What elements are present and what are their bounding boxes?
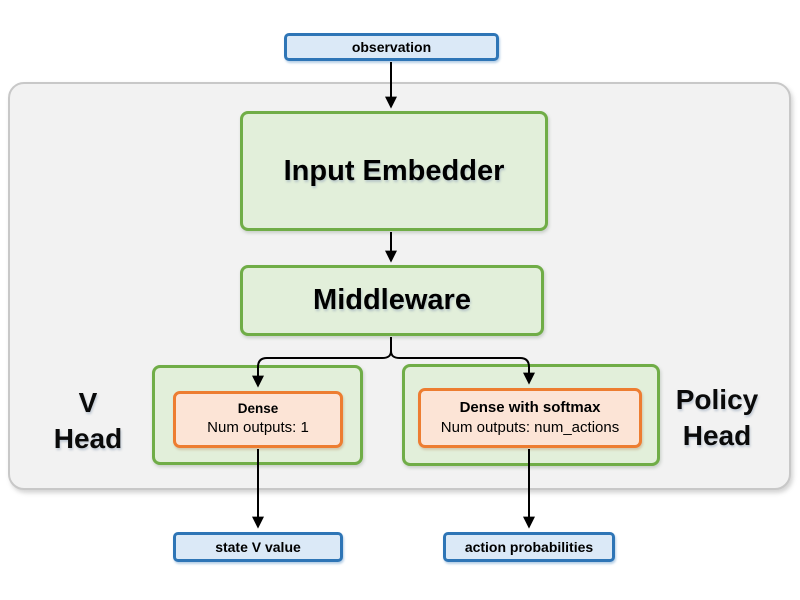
v-head-label-line2: Head <box>53 423 123 454</box>
v-dense-subtitle: Num outputs: 1 <box>207 419 309 437</box>
policy-dense-subtitle: Num outputs: num_actions <box>440 419 620 436</box>
state-v-value-label: state V value <box>215 539 301 555</box>
input-embedder-node: Input Embedder <box>240 111 548 231</box>
state-v-value-node: state V value <box>173 532 343 562</box>
observation-node: observation <box>284 33 499 61</box>
policy-head-label-line1: Policy <box>675 384 759 415</box>
policy-dense-title: Dense with softmax <box>459 398 601 416</box>
v-dense-title: Dense <box>237 401 279 417</box>
input-embedder-label: Input Embedder <box>283 154 505 187</box>
observation-label: observation <box>351 39 432 55</box>
v-dense-node: Dense Num outputs: 1 <box>173 391 343 448</box>
middleware-label: Middleware <box>313 284 471 316</box>
v-head-label-line1: V <box>78 387 98 418</box>
policy-dense-node: Dense with softmax Num outputs: num_acti… <box>418 388 642 448</box>
action-probabilities-node: action probabilities <box>443 532 615 562</box>
policy-head-label: Policy Head <box>646 382 788 454</box>
v-head-label: V Head <box>17 385 159 457</box>
policy-head-label-line2: Head <box>682 420 752 451</box>
action-probabilities-label: action probabilities <box>464 539 594 555</box>
middleware-node: Middleware <box>240 265 544 336</box>
